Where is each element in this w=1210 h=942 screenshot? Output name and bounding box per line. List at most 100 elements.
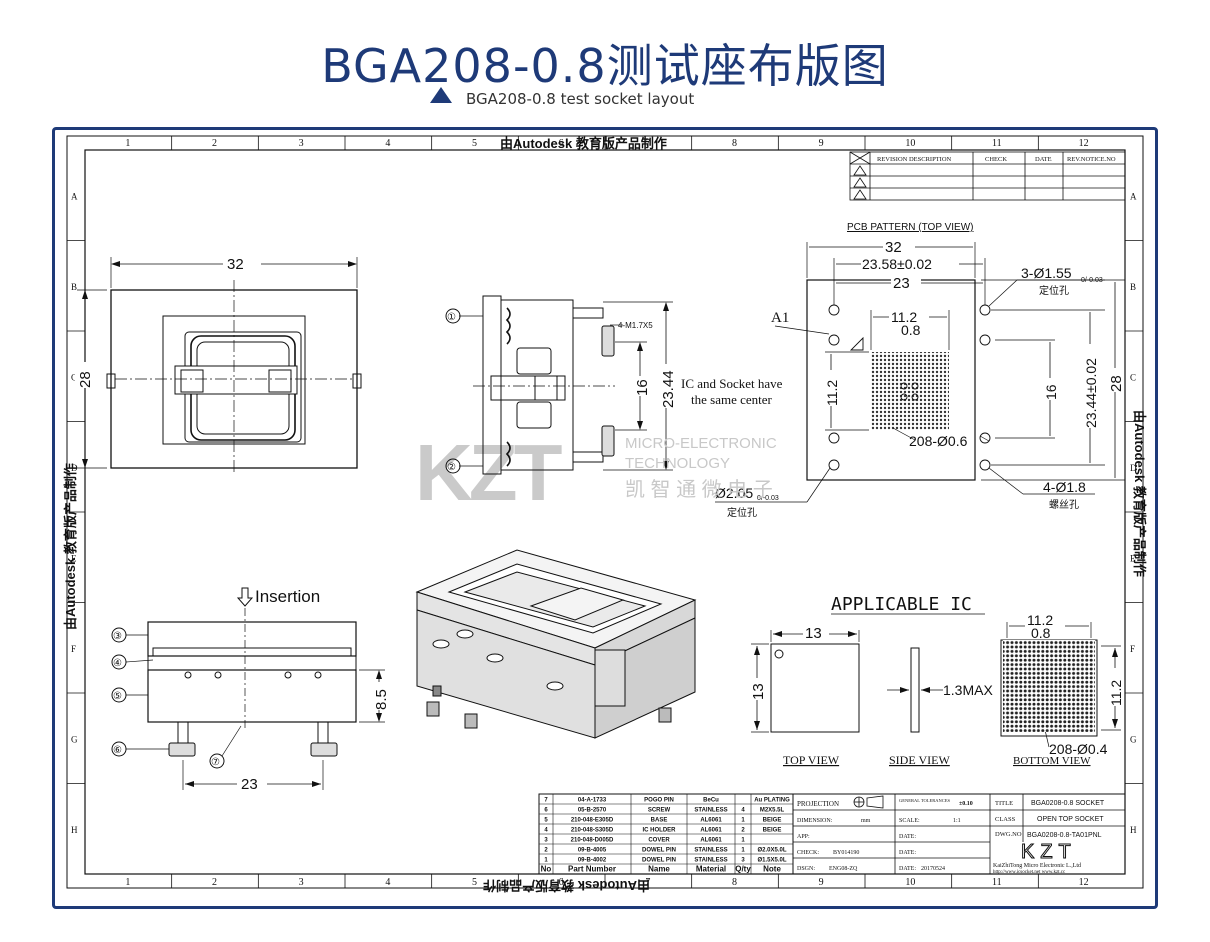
row-label: C bbox=[71, 372, 77, 382]
row-label: A bbox=[71, 191, 78, 201]
top-view-width-dim: 32 bbox=[227, 256, 244, 273]
pcb-locating-holes: 3-Ø1.55 bbox=[1021, 265, 1072, 281]
bom-cell: SCREW bbox=[648, 808, 671, 814]
balloon-2: ② bbox=[447, 462, 456, 473]
bom-cell: 09-B-4002 bbox=[578, 858, 607, 864]
bom-cell: COVER bbox=[648, 838, 670, 844]
pcb-screw-holes: 4-Ø1.8 bbox=[1043, 479, 1086, 495]
screw-note: 4-M1.7X5 bbox=[618, 321, 653, 330]
row-label: E bbox=[1130, 553, 1136, 563]
applicable-ic-title: APPLICABLE IC bbox=[831, 594, 972, 615]
ic-balls-label: 208-Ø0.4 bbox=[1049, 741, 1108, 757]
column-label: 3 bbox=[299, 138, 304, 149]
row-label: C bbox=[1130, 372, 1136, 382]
page-subtitle: BGA208-0.8 test socket layout bbox=[466, 90, 695, 108]
column-label: 6 bbox=[559, 138, 564, 149]
pcb-pitch-08: 0.8 bbox=[901, 322, 921, 338]
row-label: G bbox=[1130, 734, 1137, 744]
bom-cell: Au PLATING bbox=[754, 798, 790, 804]
tb-url: http://www.icsocket.net www.kzt.cc bbox=[993, 870, 1066, 875]
bom-header-cell: No bbox=[541, 865, 552, 874]
column-label: 2 bbox=[212, 877, 217, 888]
column-label: 4 bbox=[385, 877, 390, 888]
pcb-big-hole-tol: 0/-0.03 bbox=[757, 495, 779, 502]
bom-cell: 4 bbox=[741, 808, 745, 814]
column-label: 9 bbox=[819, 877, 824, 888]
bom-cell: 05-B-2570 bbox=[578, 808, 607, 814]
balloon-4: ④ bbox=[113, 658, 122, 669]
tb-tol-val: ±0.10 bbox=[959, 801, 973, 807]
bom-cell: 1 bbox=[741, 838, 745, 844]
triangle-icon bbox=[430, 87, 452, 103]
pcb-locating-tol: 0/-0.03 bbox=[1081, 277, 1103, 284]
bom-cell: POGO PIN bbox=[644, 798, 674, 804]
rev-header-date: DATE bbox=[1035, 156, 1052, 163]
bom-cell: DOWEL PIN bbox=[642, 858, 676, 864]
row-label: D bbox=[71, 463, 78, 473]
autodesk-note-right: 由Autodesk 教育版产品制作 bbox=[1132, 410, 1147, 577]
ic-bottom-08: 0.8 bbox=[1031, 625, 1051, 641]
bom-header-cell: Part Number bbox=[568, 865, 616, 874]
outer-border bbox=[66, 135, 1144, 889]
bom-header-cell: Material bbox=[696, 865, 726, 874]
ic-side-view-label: SIDE VIEW bbox=[889, 753, 950, 767]
tb-title-lbl: TITLE bbox=[995, 800, 1013, 807]
tb-check: CHECK: bbox=[797, 850, 819, 856]
rev-header-check: CHECK bbox=[985, 156, 1007, 163]
bom-cell: Ø1.5X5.0L bbox=[757, 858, 786, 864]
row-label: H bbox=[1130, 825, 1137, 835]
top-view-height-dim: 28 bbox=[77, 371, 94, 388]
socket-top-view bbox=[77, 257, 362, 475]
front-dim-23: 23 bbox=[241, 776, 258, 793]
bom-cell: 2 bbox=[544, 848, 548, 854]
tb-dwg-val: BGA0208-0.8-TA01PNL bbox=[1027, 832, 1102, 839]
bom-cell: STAINLESS bbox=[694, 848, 727, 854]
bom-cell: 210-048-S305D bbox=[571, 828, 614, 834]
column-label: 12 bbox=[1079, 138, 1089, 149]
column-label: 1 bbox=[125, 138, 130, 149]
row-label: B bbox=[1130, 282, 1136, 292]
watermark-line3: 凯 智 通 微 电 子 bbox=[625, 478, 773, 501]
column-label: 12 bbox=[1079, 877, 1089, 888]
column-label: 8 bbox=[732, 138, 737, 149]
tb-app: APP: bbox=[797, 834, 810, 840]
bom-cell: AL6061 bbox=[700, 828, 722, 834]
section-dim-16: 16 bbox=[634, 379, 651, 396]
bom-cell: BASE bbox=[651, 818, 668, 824]
bom-cell: 5 bbox=[544, 818, 548, 824]
bom-cell: 09-B-4005 bbox=[578, 848, 607, 854]
row-label: E bbox=[71, 553, 77, 563]
kzt-watermark-logo: KZT bbox=[415, 428, 567, 517]
bom-cell: 04-A-1733 bbox=[578, 798, 607, 804]
bom-cell: DOWEL PIN bbox=[642, 848, 676, 854]
ic-width-dim: 13 bbox=[805, 625, 822, 642]
column-label: 7 bbox=[645, 138, 650, 149]
bom-cell: 1 bbox=[741, 848, 745, 854]
bom-cell: 210-048-D005D bbox=[571, 838, 614, 844]
row-label: F bbox=[1130, 644, 1135, 654]
tb-dwg-lbl: DWG.NO bbox=[995, 831, 1022, 838]
bom-cell: 1 bbox=[741, 818, 745, 824]
row-label: H bbox=[71, 825, 78, 835]
column-label: 11 bbox=[992, 877, 1002, 888]
socket-isometric-view bbox=[415, 549, 697, 739]
column-label: 11 bbox=[992, 138, 1002, 149]
tb-design-val: ENG08-ZQ bbox=[829, 866, 858, 872]
ic-ball-grid bbox=[1003, 640, 1095, 732]
watermark-line1: MICRO-ELECTRONIC bbox=[625, 435, 777, 452]
tb-class-lbl: CLASS bbox=[995, 816, 1016, 823]
ic-height-dim: 13 bbox=[750, 683, 767, 700]
column-label: 4 bbox=[385, 138, 390, 149]
bom-cell: 7 bbox=[544, 798, 548, 804]
tb-tolerances: GENERAL TOLERANCES bbox=[899, 798, 951, 803]
tb-date-2: DATE: bbox=[899, 850, 916, 856]
watermark-line2: TECHNOLOGY bbox=[625, 455, 730, 472]
tb-company: KaiZhiTong Micro Electronic L.,Ltd bbox=[993, 863, 1081, 869]
bom-cell: AL6061 bbox=[700, 838, 722, 844]
bom-cell: AL6061 bbox=[700, 818, 722, 824]
tb-unit: mm bbox=[861, 818, 871, 824]
column-label: 10 bbox=[905, 877, 915, 888]
bom-header-cell: Q/ty bbox=[735, 865, 751, 874]
column-label: 6 bbox=[559, 877, 564, 888]
